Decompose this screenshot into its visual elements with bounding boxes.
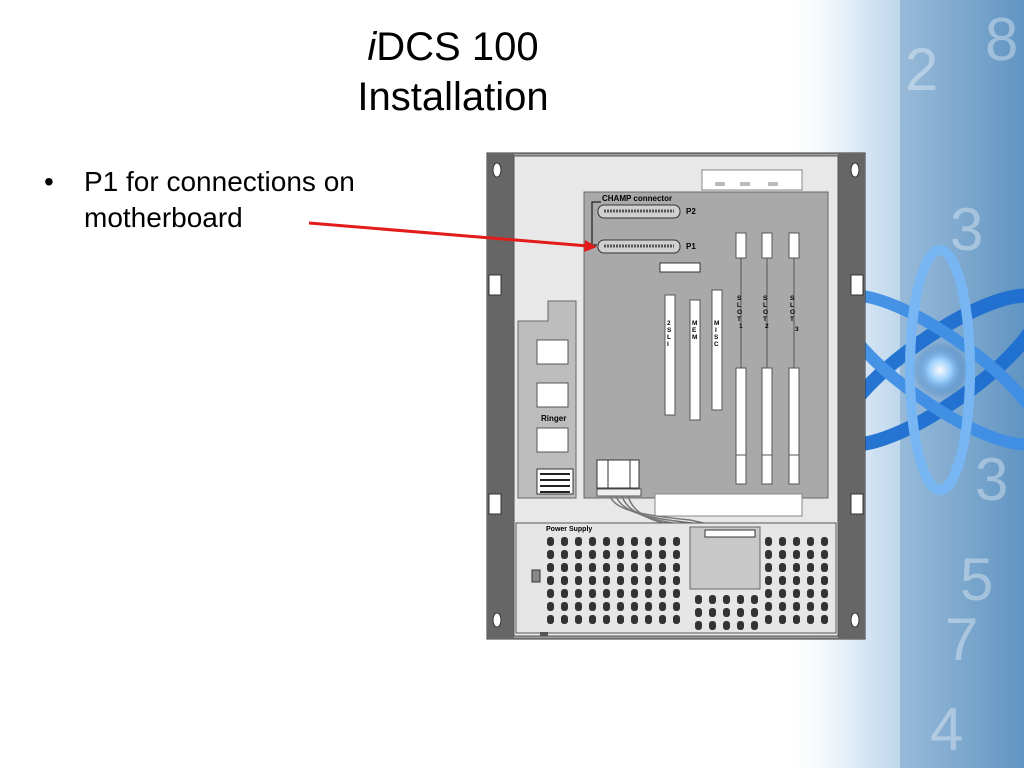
p2-label: P2 bbox=[686, 207, 696, 216]
bottom-bracket bbox=[654, 493, 803, 517]
bullet-item: • P1 for connections on motherboard bbox=[44, 164, 464, 236]
mounting-tabs bbox=[488, 274, 864, 515]
svg-text:3: 3 bbox=[975, 446, 1008, 513]
expansion-slots bbox=[664, 232, 800, 485]
mounting-holes bbox=[492, 162, 860, 628]
bullet-line-2: motherboard bbox=[84, 202, 243, 233]
svg-text:5: 5 bbox=[960, 546, 993, 613]
bullet-line-1: P1 for connections on bbox=[84, 166, 355, 197]
callout-arrow bbox=[308, 221, 589, 248]
title-product-name: DCS 100 bbox=[376, 25, 539, 69]
svg-text:4: 4 bbox=[930, 696, 963, 763]
left-rail bbox=[488, 154, 514, 638]
p1-label: P1 bbox=[686, 242, 696, 251]
svg-text:7: 7 bbox=[945, 606, 978, 673]
power-supply-label: Power Supply bbox=[546, 526, 592, 533]
top-bracket bbox=[701, 169, 803, 191]
svg-text:2: 2 bbox=[905, 36, 938, 103]
right-rail bbox=[838, 154, 864, 638]
decorative-digits: 8 2 3 3 5 7 4 bbox=[905, 6, 1018, 763]
power-supply-vents bbox=[547, 537, 828, 630]
champ-connector-label: CHAMP connector bbox=[602, 194, 672, 203]
arrow-head-icon bbox=[584, 240, 597, 252]
svg-text:3: 3 bbox=[950, 196, 983, 263]
title-subtitle: Installation bbox=[357, 75, 549, 119]
slide-title: iDCS 100 Installation bbox=[300, 22, 606, 122]
ringer-label: Ringer bbox=[541, 414, 566, 423]
svg-text:8: 8 bbox=[985, 6, 1018, 73]
bullet-dot-icon: • bbox=[44, 166, 54, 197]
bullet-list: • P1 for connections on motherboard bbox=[44, 164, 464, 236]
title-italic-prefix: i bbox=[367, 25, 377, 69]
